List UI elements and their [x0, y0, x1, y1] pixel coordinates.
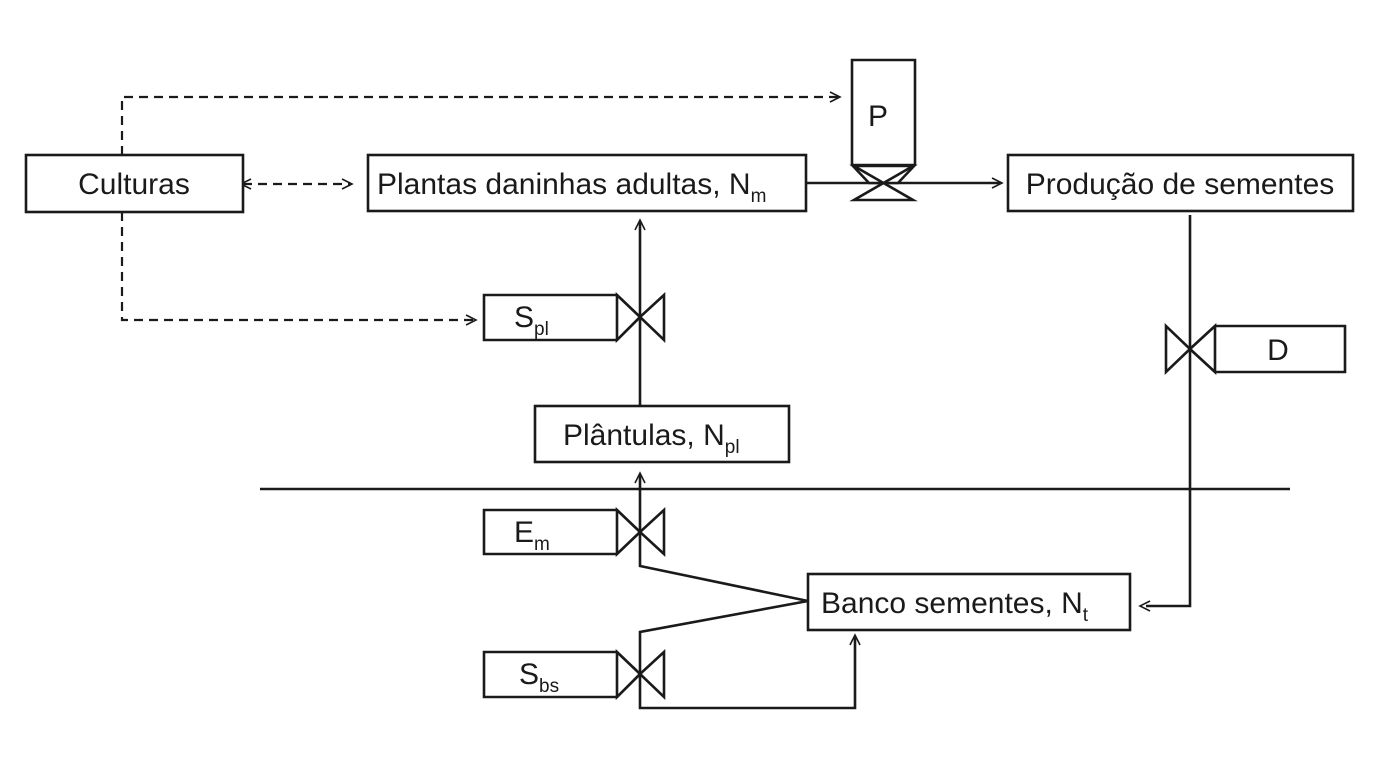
node-culturas: Culturas [24, 153, 245, 214]
crop-influence-links [120, 91, 842, 326]
arrowhead-to-spl [465, 314, 478, 326]
p-valve-bottom [849, 181, 918, 202]
producao-box [1006, 153, 1355, 213]
s-bs-label: Sbs [519, 658, 559, 697]
node-plantas-adultas: Plantas daninhas adultas, Nm [366, 153, 808, 213]
arrowhead-to-p [829, 91, 842, 103]
plantas-label-sub: m [751, 186, 767, 207]
s-bs-valve-left [615, 648, 642, 701]
banco-box [806, 572, 1132, 632]
arrowhead-to-plantulas [634, 471, 646, 484]
arrowhead-to-plantas [341, 178, 354, 190]
culturas-label: Culturas [78, 168, 190, 201]
banco-label-text: Banco sementes, N [821, 587, 1083, 620]
s-pl-valve-right [638, 292, 666, 344]
dashed-link-culturas-to-spl [120, 212, 474, 322]
p-label: P [868, 100, 888, 133]
valve-e-m: Em [482, 506, 666, 558]
plantas-label: Plantas daninhas adultas, Nm [377, 168, 766, 207]
p-valve-top [849, 164, 918, 185]
e-m-label: Em [514, 516, 550, 555]
node-producao-sementes: Produção de sementes [1006, 153, 1355, 213]
d-valve-right [1188, 323, 1217, 375]
s-pl-label-text: S [514, 301, 534, 334]
s-bs-label-sub: bs [539, 676, 559, 697]
s-pl-label-sub: pl [534, 319, 549, 340]
dashed-link-culturas-to-p [120, 95, 838, 155]
plantulas-label-text: Plântulas, N [563, 419, 725, 452]
e-m-label-text: E [514, 516, 534, 549]
flow-lines [260, 177, 1290, 710]
arrowhead-to-plantas-up [634, 218, 646, 231]
valve-s-pl: Spl [482, 291, 666, 344]
s-bs-label-text: S [519, 658, 539, 691]
valve-p: P [849, 58, 918, 202]
plantas-box [366, 153, 808, 213]
node-plantulas: Plântulas, Npl [533, 404, 791, 464]
valve-s-bs: Sbs [482, 648, 666, 701]
arrowhead-to-producao [991, 177, 1004, 189]
s-bs-valve-right [638, 649, 666, 701]
plantas-label-text: Plantas daninhas adultas, N [377, 168, 751, 201]
culturas-box [24, 153, 245, 214]
e-m-label-sub: m [534, 534, 550, 555]
flow-producao-to-banco [1146, 215, 1192, 608]
flow-banco-to-plantulas [638, 475, 809, 603]
d-valve-left [1164, 322, 1192, 376]
arrowhead-to-banco [1138, 600, 1151, 612]
flow-banco-survival-loop [638, 599, 857, 710]
s-pl-valve-left [615, 291, 642, 344]
d-label: D [1267, 334, 1289, 367]
e-m-valve-left [615, 506, 642, 558]
plantulas-label-sub: pl [725, 437, 740, 458]
producao-label: Produção de sementes [1026, 168, 1335, 201]
e-m-valve-right [638, 507, 666, 557]
valve-d: D [1164, 322, 1347, 376]
node-banco-sementes: Banco sementes, Nt [806, 572, 1132, 632]
plantulas-box [533, 404, 791, 464]
banco-label-sub: t [1083, 605, 1089, 626]
s-pl-label: Spl [514, 301, 549, 340]
arrowhead-to-banco-up [849, 633, 861, 646]
plantulas-label: Plântulas, Npl [563, 419, 740, 458]
banco-label: Banco sementes, Nt [821, 587, 1089, 626]
